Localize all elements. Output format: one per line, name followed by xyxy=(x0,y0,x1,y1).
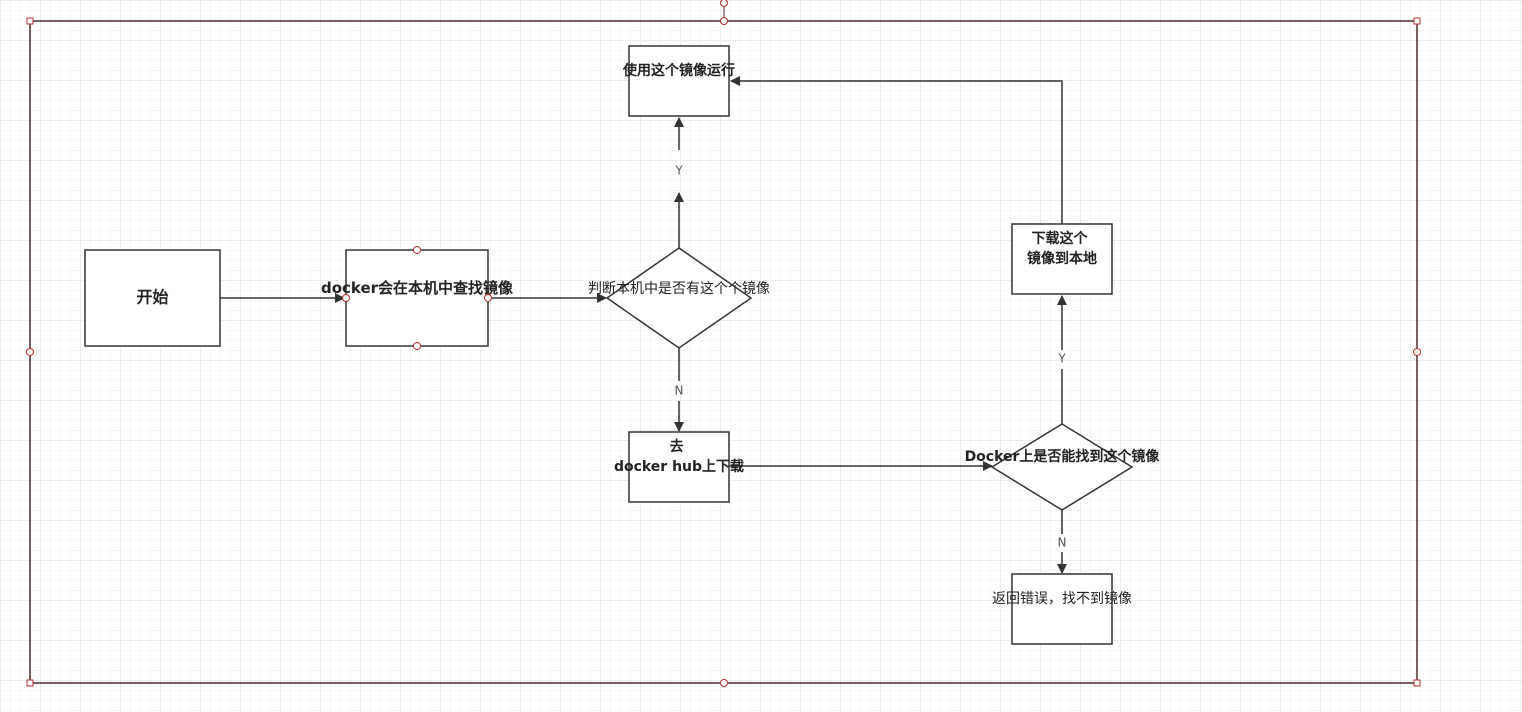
node-error-label: 返回错误，找不到镜像 xyxy=(992,591,1132,607)
node-run-image[interactable]: 使用这个镜像运行 xyxy=(622,45,735,117)
resize-handle-bottom-left[interactable] xyxy=(26,679,34,687)
edge-label-hub-no: N xyxy=(1058,536,1067,550)
resize-handle-top-right[interactable] xyxy=(1413,17,1421,25)
resize-handle-top[interactable] xyxy=(720,17,728,25)
resize-handle-bottom-right[interactable] xyxy=(1413,679,1421,687)
resize-handle-left[interactable] xyxy=(26,348,34,356)
node-search-local-label: docker会在本机中查找镜像 xyxy=(321,279,514,297)
edge-label-local-yes: Y xyxy=(674,164,683,178)
node-start[interactable]: 开始 xyxy=(84,249,221,347)
connection-point-top[interactable] xyxy=(413,246,421,254)
edge-label-hub-yes: Y xyxy=(1057,352,1066,366)
node-download-label: 下载这个 镜像到本地 xyxy=(1027,230,1097,267)
node-check-hub-label: Docker上是否能找到这个镜像 xyxy=(965,448,1161,465)
resize-handle-top-left[interactable] xyxy=(26,17,34,25)
node-start-label: 开始 xyxy=(136,288,168,307)
node-download[interactable]: 下载这个 镜像到本地 xyxy=(1011,223,1113,295)
node-search-local[interactable]: docker会在本机中查找镜像 xyxy=(321,246,514,350)
connection-point-left[interactable] xyxy=(342,294,350,302)
node-goto-hub[interactable]: 去 docker hub上下载 xyxy=(614,431,744,503)
node-run-image-label: 使用这个镜像运行 xyxy=(622,62,735,79)
edge-download-to-run[interactable] xyxy=(730,76,1063,224)
node-goto-hub-label: 去 docker hub上下载 xyxy=(614,438,744,475)
resize-handle-right[interactable] xyxy=(1413,348,1421,356)
edge-label-local-no: N xyxy=(675,384,684,398)
node-check-hub[interactable]: Docker上是否能找到这个镜像 xyxy=(965,423,1161,511)
connection-point-bottom[interactable] xyxy=(413,342,421,350)
node-check-local-label: 判断本机中是否有这个个镜像 xyxy=(588,280,770,297)
selection-frame[interactable] xyxy=(26,0,1421,687)
node-error[interactable]: 返回错误，找不到镜像 xyxy=(992,573,1132,645)
connection-point-right[interactable] xyxy=(484,294,492,302)
edges: Y N Y N xyxy=(220,76,1067,574)
rotate-handle[interactable] xyxy=(720,0,728,7)
resize-handle-bottom[interactable] xyxy=(720,679,728,687)
node-check-local[interactable]: 判断本机中是否有这个个镜像 xyxy=(588,247,770,349)
